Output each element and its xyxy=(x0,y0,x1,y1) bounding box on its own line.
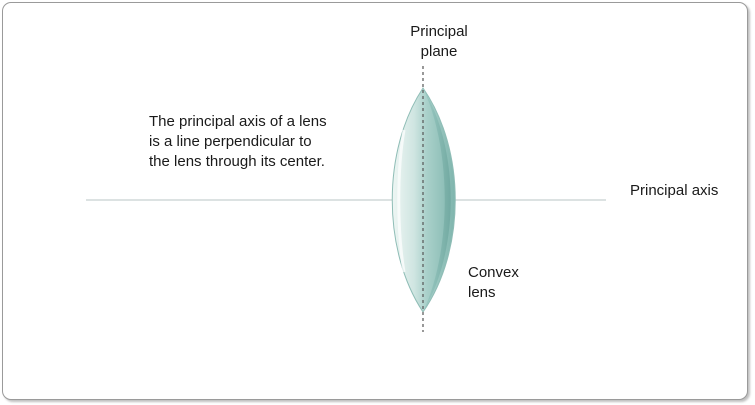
principal-plane-line-2: plane xyxy=(420,43,458,60)
convex-lens xyxy=(391,87,456,313)
description-line-1: The principal axis of a lens xyxy=(149,113,327,130)
principal-plane-label: Principal plane xyxy=(398,22,480,62)
convex-lens-line-1: Convex xyxy=(468,264,519,281)
diagram-frame xyxy=(2,2,748,400)
principal-plane-line-1: Principal xyxy=(410,23,468,40)
lens-highlight xyxy=(397,129,406,273)
description-line-3: the lens through its center. xyxy=(149,153,325,170)
convex-lens-label: Convex lens xyxy=(468,263,519,303)
description-text: The principal axis of a lens is a line p… xyxy=(149,112,327,172)
description-line-2: is a line perpendicular to xyxy=(149,133,312,150)
lens-rim xyxy=(423,88,451,312)
principal-axis-label: Principal axis xyxy=(630,182,719,199)
convex-lens-line-2: lens xyxy=(468,284,496,301)
